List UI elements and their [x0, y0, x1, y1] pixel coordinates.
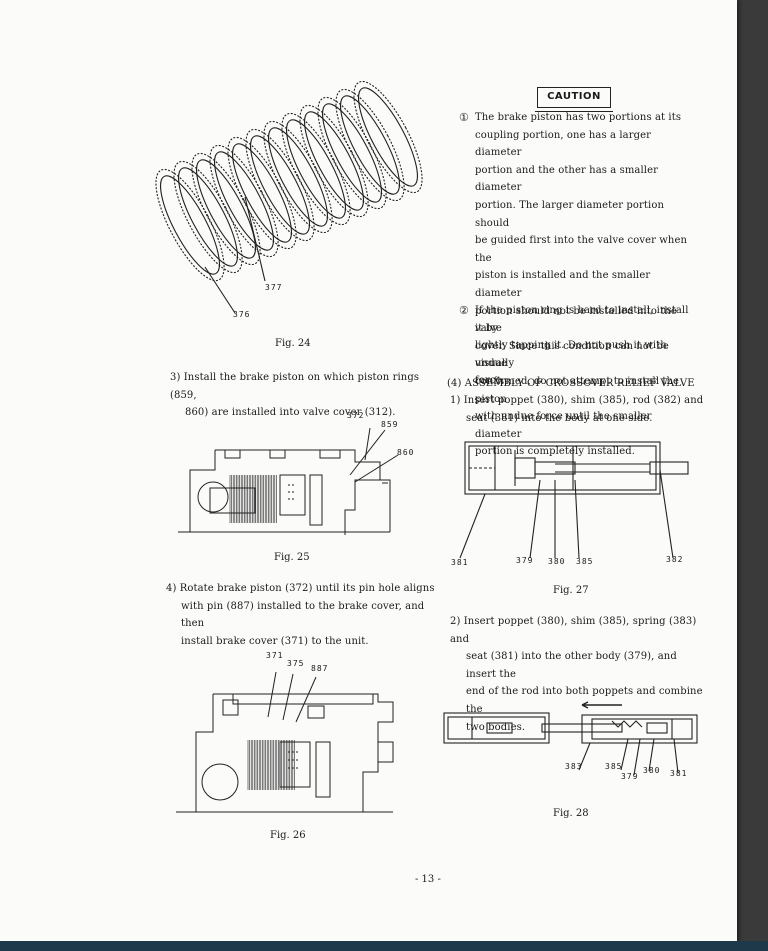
fig28-caption: Fig. 28 — [553, 808, 589, 819]
step3-text: 3) Install the brake piston on which pis… — [170, 372, 420, 419]
fig25-label-372: 372 — [347, 411, 365, 420]
fig27-illustration — [459, 441, 689, 559]
fig24-illustration — [155, 80, 423, 314]
fig28-label-379: 379 — [621, 772, 639, 781]
fig26-label-371: 371 — [266, 651, 284, 660]
fig27-caption: Fig. 27 — [553, 585, 589, 596]
fig26-caption: Fig. 26 — [270, 830, 306, 841]
section4-sub2-text: 2) Insert poppet (380), shim (385), spri… — [450, 616, 703, 733]
caution-item2-marker: ② — [459, 304, 469, 317]
fig27-label-382: 382 — [666, 555, 684, 564]
fig28-label-381: 381 — [670, 769, 688, 778]
fig28-label-383: 383 — [565, 762, 583, 771]
document-page: 377 376 Fig. 24 CAUTION ① The brake pist… — [0, 0, 737, 941]
page-number: - 13 - — [415, 874, 441, 885]
viewer-bottom-bar — [0, 941, 768, 951]
fig26-label-887: 887 — [311, 664, 329, 673]
section4-heading: (4) ASSEMBLY OF CROSSOVER RELIEF VALVE — [447, 378, 695, 389]
section4-sub1-text: 1) Insert poppet (380), shim (385), rod … — [450, 395, 704, 424]
caution-item2-text: If the piston ring is hard to install, i… — [475, 305, 689, 387]
fig24-label-377: 377 — [265, 283, 283, 292]
fig27-label-380: 380 — [548, 557, 566, 566]
fig26-illustration — [176, 671, 394, 813]
fig25-caption: Fig. 25 — [274, 552, 310, 563]
fig26-label-375: 375 — [287, 659, 305, 668]
fig25-label-859: 859 — [381, 420, 399, 429]
fig28-illustration — [443, 701, 698, 776]
fig27-label-379: 379 — [516, 556, 534, 565]
fig25-illustration — [178, 427, 399, 535]
fig25-label-860: 860 — [397, 448, 415, 457]
fig28-label-380: 380 — [643, 766, 661, 775]
fig27-label-381: 381 — [451, 558, 469, 567]
caution-item1-marker: ① — [459, 111, 469, 124]
step4-text: 4) Rotate brake piston (372) until its p… — [166, 583, 435, 647]
fig24-caption: Fig. 24 — [275, 338, 311, 349]
fig24-label-376: 376 — [233, 310, 251, 319]
fig27-label-385: 385 — [576, 557, 594, 566]
fig28-label-385: 385 — [605, 762, 623, 771]
caution-item1-text: The brake piston has two portions at its… — [475, 112, 688, 458]
caution-title: CAUTION — [535, 87, 613, 112]
